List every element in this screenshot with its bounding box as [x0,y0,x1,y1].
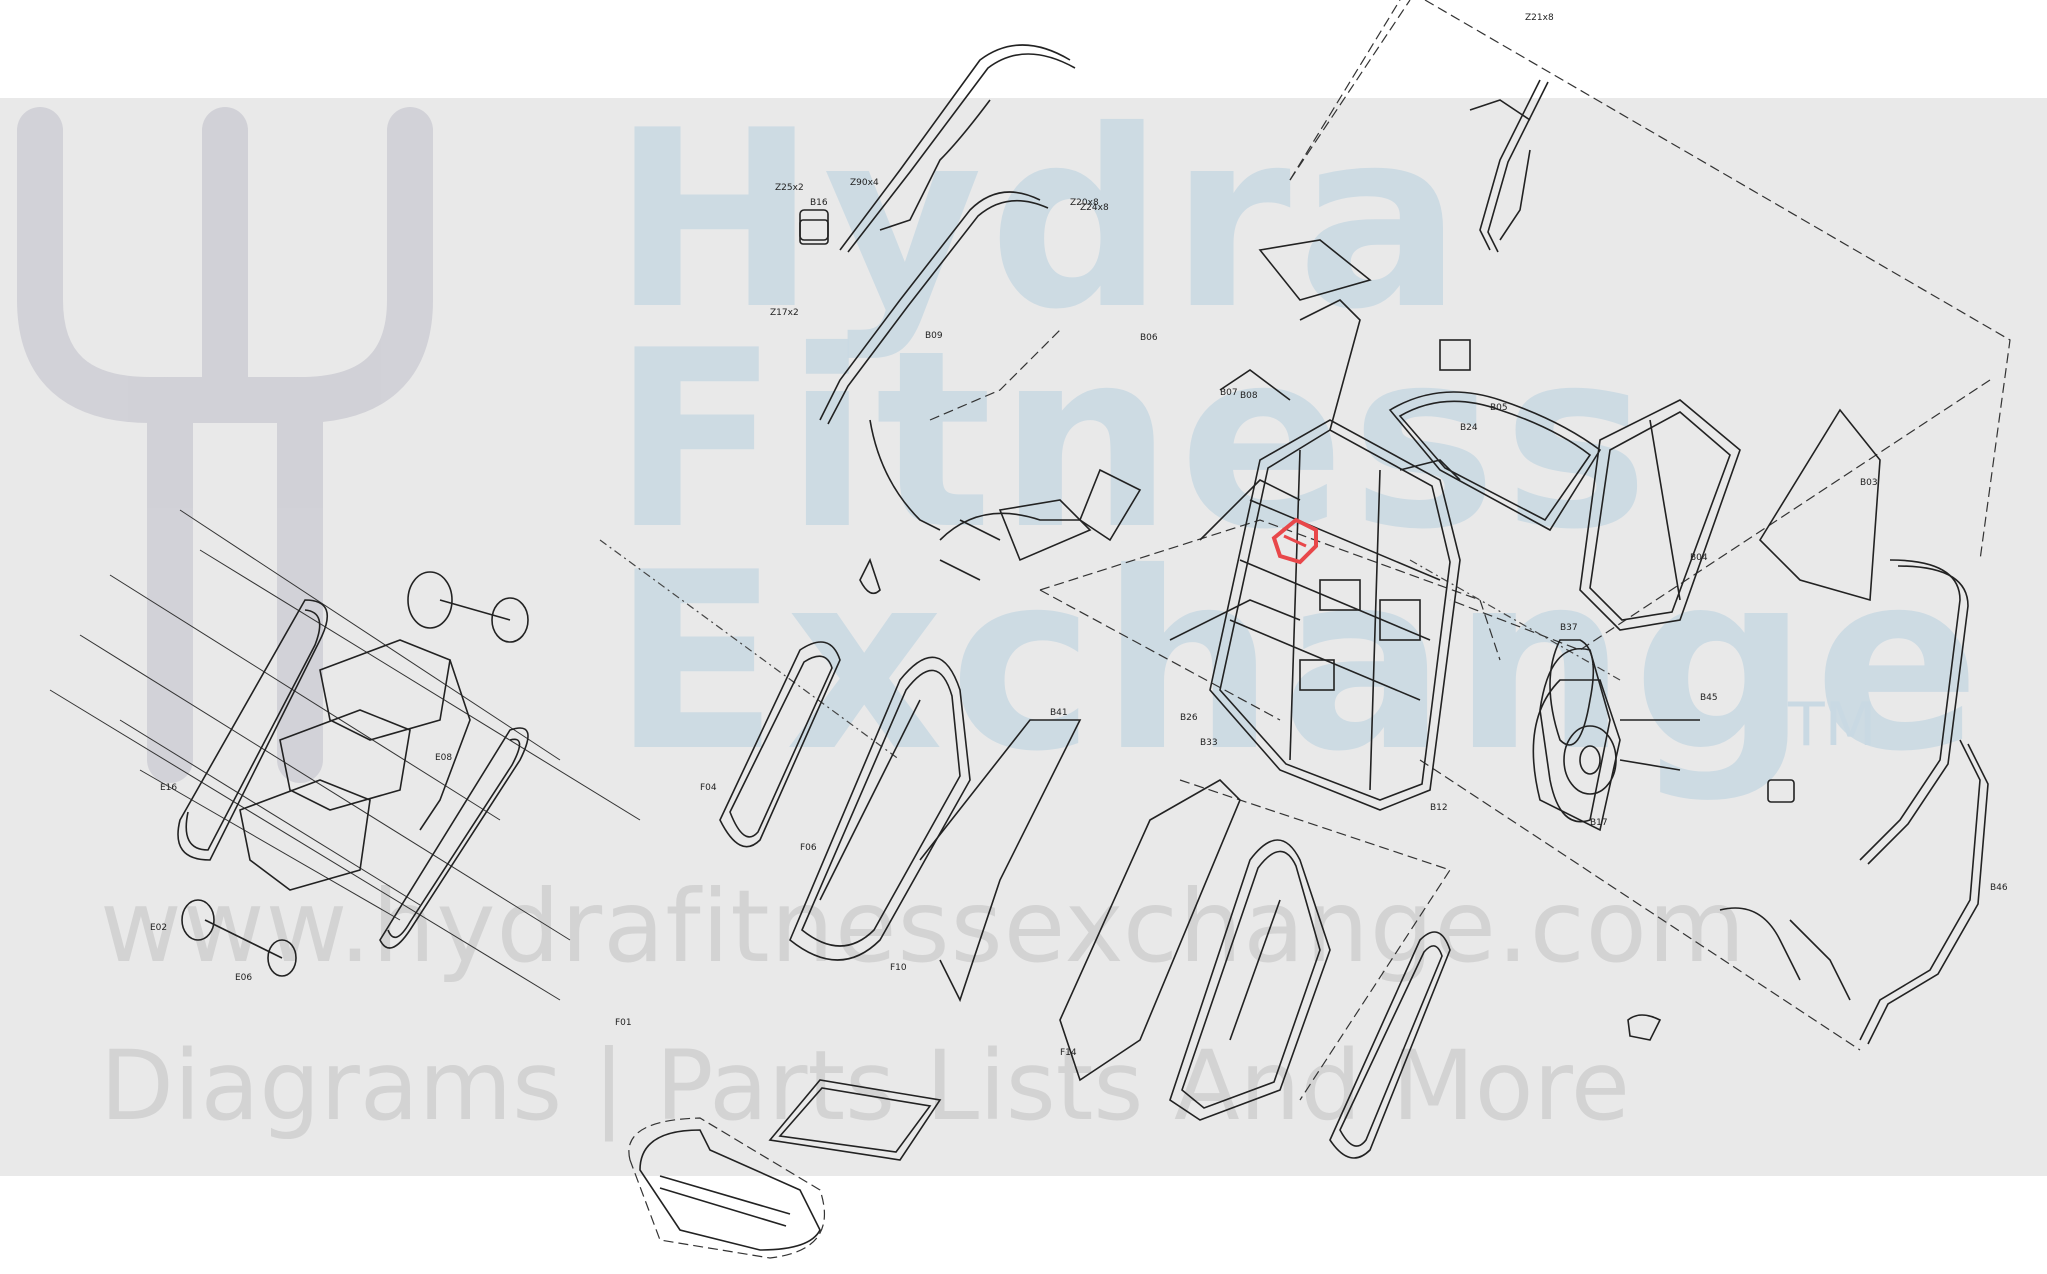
part-label: F14 [1060,1048,1077,1058]
watermark-logo [16,107,433,783]
step-assembly-left [49,509,641,1001]
base-plate-and-pedal [628,1079,942,1259]
part-label: Z21x8 [1525,13,1554,23]
part-label: Z24x8 [1080,203,1109,213]
part-label: Z20x8 [1070,198,1099,208]
part-label: Z90x4 [850,178,879,188]
dashed-assembly-outlines [599,0,2011,1101]
part-label: B16 [810,198,828,208]
part-label: B45 [1700,693,1718,703]
main-frame [1169,299,1461,811]
watermark-fitness: Fitness [612,298,1655,583]
part-label: B33 [1200,738,1218,748]
part-label: B24 [1460,423,1478,433]
flywheel-drive [1539,648,1700,823]
side-covers-right [1532,399,1881,832]
part-label: F06 [800,843,817,853]
part-label: B06 [1140,333,1158,343]
part-label: F10 [890,963,907,973]
part-label: E06 [235,973,252,983]
part-label: Z17x2 [770,308,799,318]
handlebar-lower-right [1719,559,1989,1045]
part-label: B07 [1220,388,1238,398]
part-label: B04 [1690,553,1708,563]
part-label: B12 [1430,803,1448,813]
left-grip-parts [799,209,1142,595]
part-label: B08 [1240,391,1258,401]
part-label: E16 [160,783,177,793]
part-label: B37 [1560,623,1578,633]
watermark-hydra: Hydra [612,78,1469,363]
part-label: B46 [1990,883,2008,893]
part-label: Z25x2 [775,183,804,193]
console-shroud [1258,239,1602,532]
part-label: B26 [1180,713,1198,723]
part-label: E08 [435,753,452,763]
part-label: B03 [1860,478,1878,488]
right-grip-parts [1399,459,1795,1041]
handlebar-right [1469,79,1549,253]
watermark-tagline: Diagrams | Parts Lists And More [100,1030,1630,1142]
part-label: B09 [925,331,943,341]
part-label: E02 [150,923,167,933]
highlight-marker [1271,517,1318,565]
part-callouts: Z25x2 B16 Z90x4 Z20x8 B09 Z24x8 Z21x8 Z1… [150,13,2008,1058]
handlebar-left [799,44,1080,581]
part-label: B41 [1050,708,1068,718]
part-label: B17 [1590,818,1608,828]
side-shrouds-lower [719,641,1451,1159]
part-label: B05 [1490,403,1508,413]
watermark-trademark: TM [1788,690,1877,760]
part-label: F01 [615,1018,632,1028]
part-label: F04 [700,783,717,793]
